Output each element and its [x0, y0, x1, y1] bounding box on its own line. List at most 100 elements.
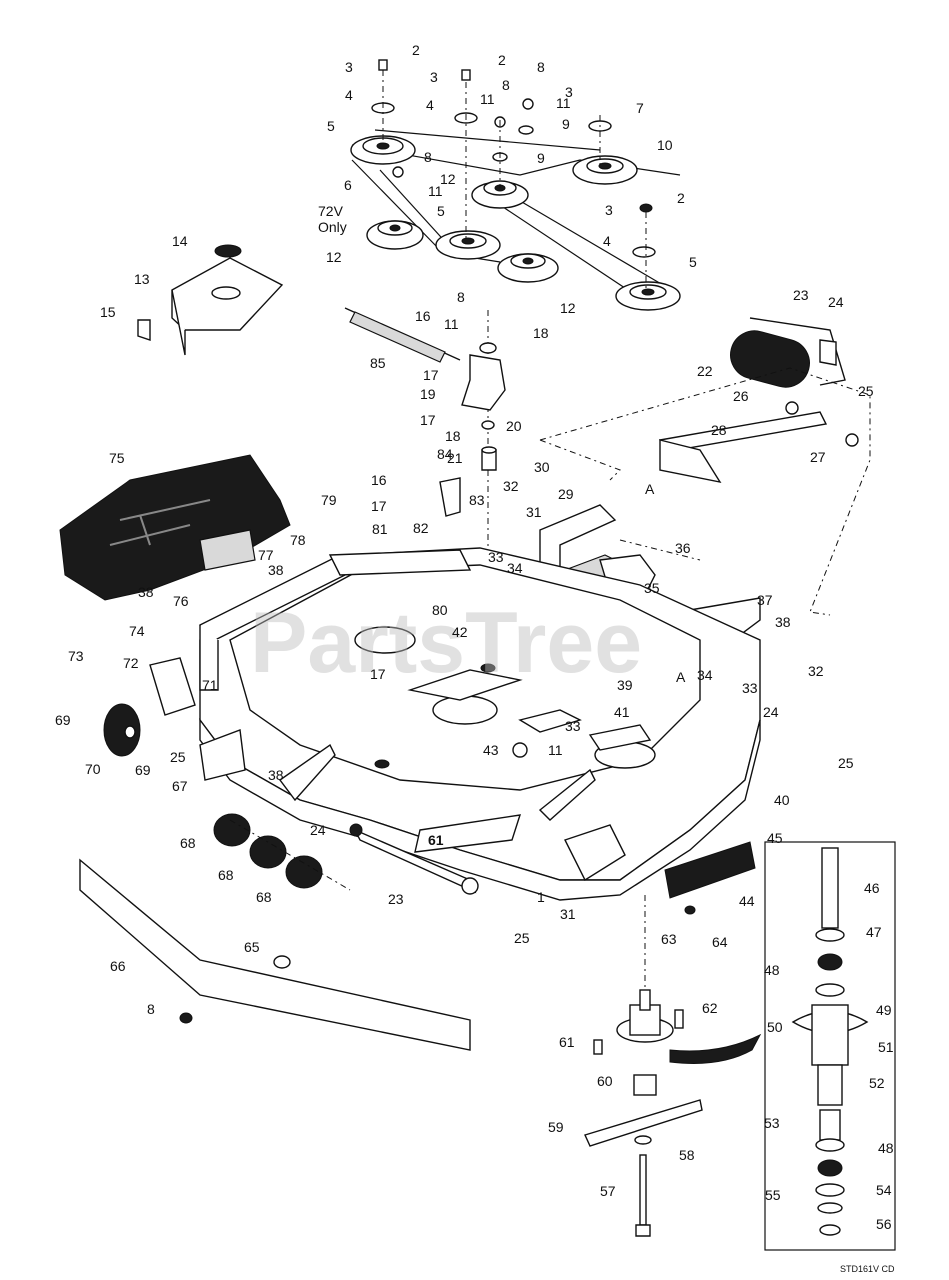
- callout-85: 85: [370, 355, 386, 371]
- callout-44: 44: [739, 893, 755, 909]
- deck-rollers: [213, 813, 351, 891]
- callout-82: 82: [413, 520, 429, 536]
- note-ref-a-2: A: [676, 669, 686, 685]
- callout-41: 41: [614, 704, 630, 720]
- callout-47: 47: [866, 924, 882, 940]
- callout-23: 23: [388, 891, 404, 907]
- idler-arm-assembly: [344, 307, 506, 517]
- callout-79: 79: [321, 492, 337, 508]
- callout-7: 7: [636, 100, 644, 116]
- callout-69: 69: [55, 712, 71, 728]
- callout-25: 25: [170, 749, 186, 765]
- callout-13: 13: [134, 271, 150, 287]
- callout-11: 11: [548, 742, 563, 758]
- front-roller-rod: [349, 823, 479, 895]
- callout-4: 4: [345, 87, 353, 103]
- callout-84: 84: [437, 446, 453, 462]
- callout-59: 59: [548, 1119, 564, 1135]
- callout-27: 27: [810, 449, 826, 465]
- callout-12: 12: [560, 300, 576, 316]
- callout-40: 40: [774, 792, 790, 808]
- callout-69: 69: [135, 762, 151, 778]
- side-skid: [664, 841, 756, 915]
- callout-42: 42: [452, 624, 468, 640]
- callout-65: 65: [244, 939, 260, 955]
- callout-30: 30: [534, 459, 550, 475]
- callout-37: 37: [757, 592, 773, 608]
- callout-71: 71: [202, 677, 218, 693]
- callout-72: 72: [123, 655, 139, 671]
- pulley-12-lower: [497, 253, 559, 283]
- callout-2: 2: [498, 52, 506, 68]
- callout-2: 2: [412, 42, 420, 58]
- callout-11: 11: [444, 316, 459, 332]
- callout-63: 63: [661, 931, 677, 947]
- callout-35: 35: [644, 580, 660, 596]
- pulley-12-72v: [366, 220, 424, 250]
- callout-19: 19: [420, 386, 436, 402]
- dashed-reference-box: [539, 367, 871, 616]
- callout-68: 68: [256, 889, 272, 905]
- callout-78: 78: [290, 532, 306, 548]
- callout-33: 33: [488, 549, 504, 565]
- callout-38: 38: [775, 614, 791, 630]
- callout-52: 52: [869, 1075, 885, 1091]
- callout-33: 33: [565, 718, 581, 734]
- callout-50: 50: [767, 1019, 783, 1035]
- callout-18: 18: [445, 428, 461, 444]
- callout-33: 33: [742, 680, 758, 696]
- callout-18: 18: [533, 325, 549, 341]
- callout-48: 48: [878, 1140, 894, 1156]
- callout-1: 1: [537, 889, 545, 905]
- anti-scalp-roller-rear: [730, 317, 846, 388]
- callout-49: 49: [876, 1002, 892, 1018]
- callout-62: 62: [702, 1000, 718, 1016]
- callout-21: 21: [447, 450, 463, 466]
- callout-80: 80: [432, 602, 448, 618]
- callout-56: 56: [876, 1216, 892, 1232]
- callout-45: 45: [767, 830, 783, 846]
- deck-model-badge: 61: [414, 814, 522, 853]
- callout-48: 48: [764, 962, 780, 978]
- note-ref-a-1: A: [645, 481, 655, 497]
- callout-25: 25: [838, 755, 854, 771]
- callout-75: 75: [109, 450, 125, 466]
- callout-17: 17: [423, 367, 439, 383]
- callout-28: 28: [711, 422, 727, 438]
- callout-3: 3: [565, 84, 573, 100]
- callout-60: 60: [597, 1073, 613, 1089]
- callout-81: 81: [372, 521, 388, 537]
- callout-58: 58: [679, 1147, 695, 1163]
- callout-6: 6: [344, 177, 352, 193]
- callout-22: 22: [697, 363, 713, 379]
- callout-9: 9: [537, 150, 545, 166]
- watermark: PartsTree: [250, 595, 642, 691]
- callout-32: 32: [808, 663, 824, 679]
- callout-25: 25: [858, 383, 874, 399]
- callout-51: 51: [878, 1039, 894, 1055]
- belt-cover-shield: [137, 244, 284, 356]
- callout-53: 53: [764, 1115, 780, 1131]
- callout-34: 34: [697, 667, 713, 683]
- callout-64: 64: [712, 934, 728, 950]
- callout-4: 4: [603, 233, 611, 249]
- callout-16: 16: [371, 472, 387, 488]
- callout-17: 17: [370, 666, 386, 682]
- callout-26: 26: [733, 388, 749, 404]
- callout-25: 25: [514, 930, 530, 946]
- belt-pulley-assembly: [350, 59, 681, 650]
- callout-16: 16: [415, 308, 431, 324]
- callout-36: 36: [675, 540, 691, 556]
- callout-17: 17: [420, 412, 436, 428]
- callout-8: 8: [457, 289, 465, 305]
- deck-badge-text: 61: [428, 832, 444, 848]
- callout-70: 70: [85, 761, 101, 777]
- callout-73: 73: [68, 648, 84, 664]
- callout-61: 61: [559, 1034, 575, 1050]
- callout-3: 3: [430, 69, 438, 85]
- callout-83: 83: [469, 492, 485, 508]
- pulley-5-right: [615, 281, 681, 311]
- callout-11: 11: [556, 95, 571, 111]
